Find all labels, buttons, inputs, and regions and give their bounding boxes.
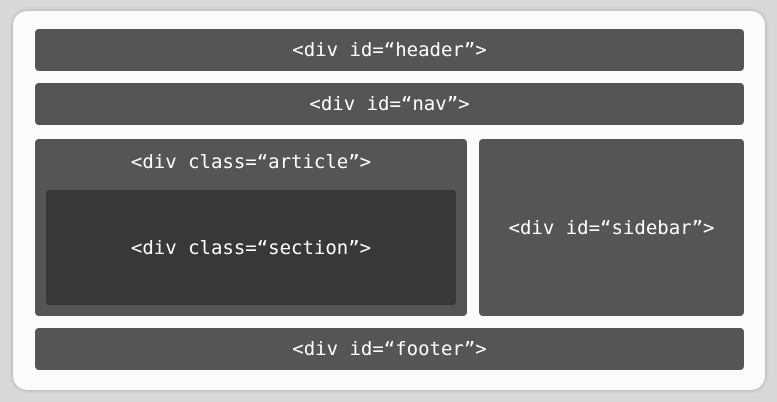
section-block: <div class=“section”> — [46, 190, 456, 305]
footer-block: <div id=“footer”> — [35, 328, 744, 370]
article-block: <div class=“article”> <div class=“sectio… — [35, 139, 467, 316]
nav-block: <div id=“nav”> — [35, 83, 744, 125]
section-label: <div class=“section”> — [130, 236, 372, 259]
article-label: <div class=“article”> — [130, 151, 372, 173]
footer-label: <div id=“footer”> — [292, 338, 487, 360]
sidebar-block: <div id=“sidebar”> — [479, 139, 744, 316]
nav-label: <div id=“nav”> — [309, 93, 470, 115]
layout-diagram: <div id=“header”> <div id=“nav”> <div cl… — [13, 11, 765, 390]
header-label: <div id=“header”> — [292, 39, 487, 61]
sidebar-label: <div id=“sidebar”> — [508, 216, 715, 239]
header-block: <div id=“header”> — [35, 29, 744, 71]
